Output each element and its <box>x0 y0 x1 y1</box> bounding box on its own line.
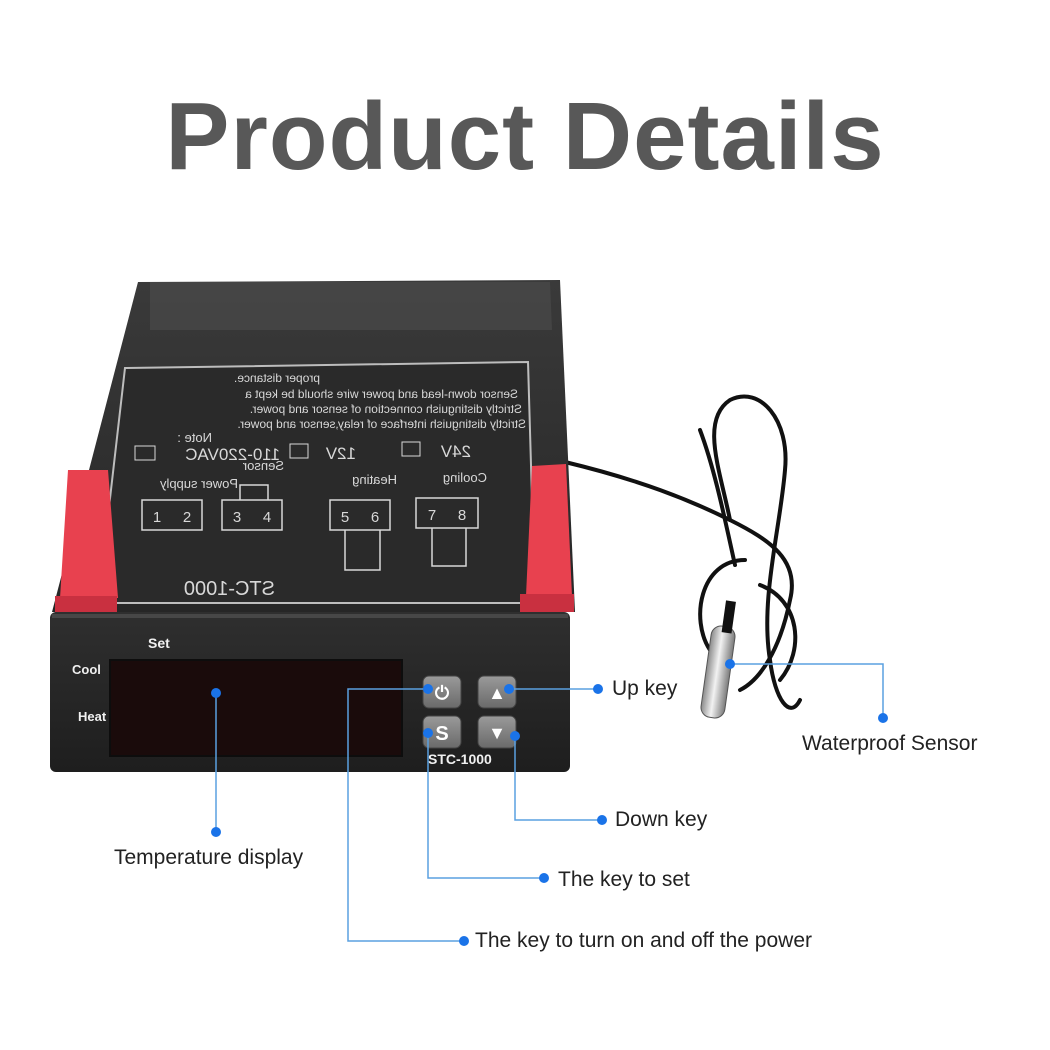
note-line-3: Strictly distinguish connection of senso… <box>250 402 522 416</box>
mounting-clip-right <box>520 464 574 612</box>
sensor-line <box>730 663 884 718</box>
set-key-glyph: S <box>435 723 448 745</box>
chevron-down-icon: ▼ <box>488 723 506 743</box>
temperature-display <box>109 659 403 757</box>
device-top-label: proper distance. Sensor down-lead and po… <box>134 371 526 600</box>
terminal-group-sensor: Sensor <box>242 458 284 473</box>
terminal-7: 7 <box>428 507 436 524</box>
power-icon: ⏻ <box>435 683 450 703</box>
callout-power-key: The key to turn on and off the power <box>475 929 812 952</box>
power-key[interactable]: ⏻ <box>422 675 462 709</box>
terminal-1: 1 <box>153 509 161 526</box>
note-label: Note : <box>177 430 212 445</box>
set-key[interactable]: S <box>422 715 462 749</box>
terminal-group-heating: Heating <box>352 472 397 487</box>
chevron-up-icon: ▲ <box>488 683 506 703</box>
callout-lines <box>215 663 884 942</box>
up-key[interactable]: ▲ <box>477 675 517 709</box>
note-line-4: Strictly distinguish interface of relay,… <box>237 417 526 431</box>
waterproof-sensor-probe <box>700 600 736 719</box>
terminal-5: 5 <box>341 509 349 526</box>
mounting-clip-left <box>55 470 118 614</box>
power-key-line <box>347 688 464 942</box>
voltage-option-3: 24V <box>440 442 471 461</box>
note-line-2: Sensor down-lead and power wire should b… <box>245 387 518 401</box>
terminal-6: 6 <box>371 509 379 526</box>
set-indicator-label: Set <box>148 635 170 651</box>
terminal-group-power-supply: Power supply <box>159 476 238 491</box>
heat-indicator-label: Heat <box>78 709 107 724</box>
page-title: Product Details <box>165 83 885 190</box>
cool-indicator-label: Cool <box>72 662 101 677</box>
set-key-line <box>427 733 544 879</box>
down-key[interactable]: ▼ <box>477 715 517 749</box>
callout-down-key: Down key <box>615 808 708 831</box>
note-line-1: proper distance. <box>234 371 320 385</box>
sensor-cable <box>563 394 802 710</box>
voltage-option-2: 12V <box>325 444 356 463</box>
callout-up-key: Up key <box>612 677 678 700</box>
model-label-top: STC-1000 <box>184 578 275 600</box>
device-housing-top <box>52 280 575 612</box>
model-label-front: STC-1000 <box>428 751 492 767</box>
terminal-8: 8 <box>458 507 466 524</box>
down-key-line <box>514 736 602 821</box>
callout-set-key: The key to set <box>558 868 690 891</box>
terminal-group-cooling: Cooling <box>443 470 487 485</box>
terminal-4: 4 <box>263 509 271 526</box>
callout-temperature-display: Temperature display <box>114 846 304 869</box>
callout-waterproof-sensor: Waterproof Sensor <box>802 732 978 755</box>
voltage-option-1: 110-220VAC <box>185 445 280 464</box>
terminal-3: 3 <box>233 509 241 526</box>
terminal-2: 2 <box>183 509 191 526</box>
callout-dots <box>211 659 888 946</box>
